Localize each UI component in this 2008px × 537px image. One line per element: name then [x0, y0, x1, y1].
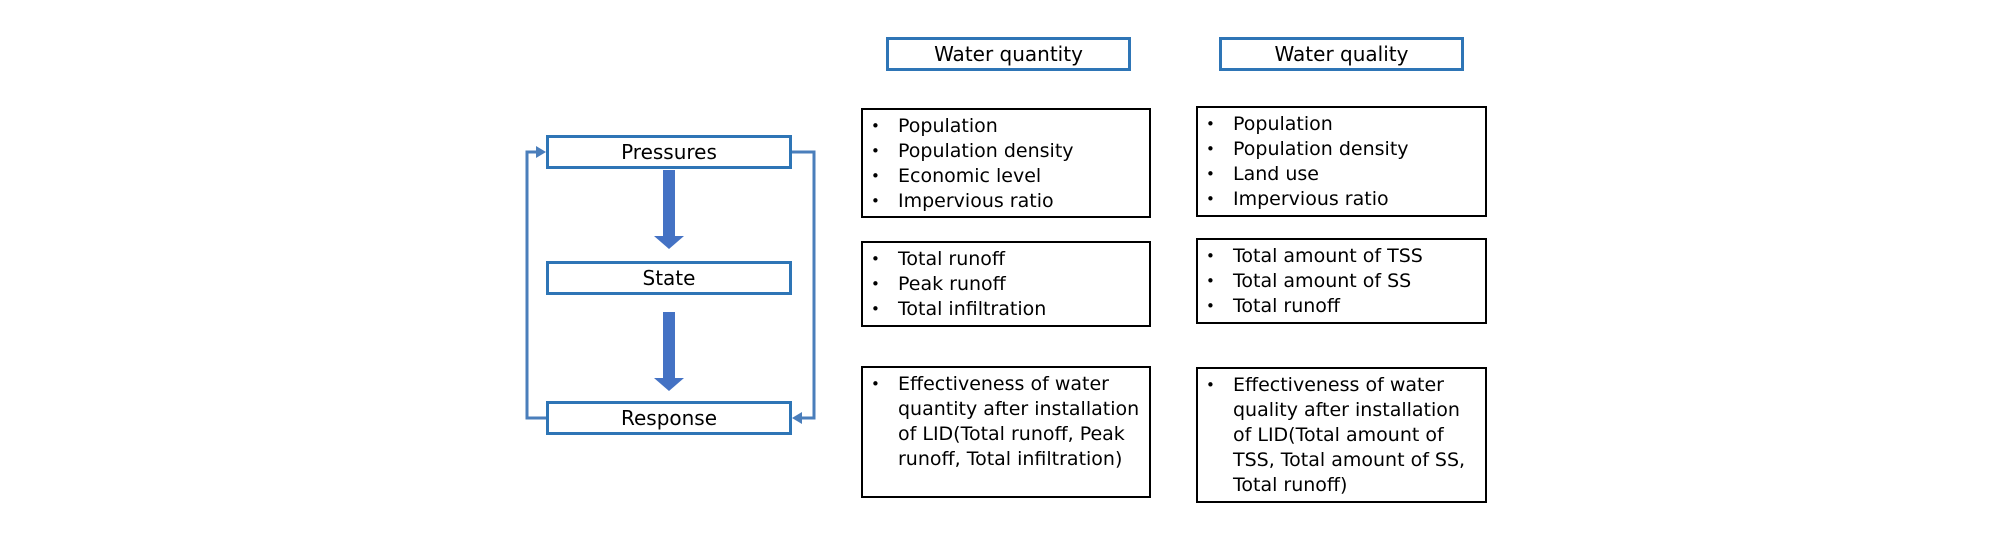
feedback-right-arrowhead: [792, 412, 802, 424]
quantity-state-list: Total runoffPeak runoffTotal infiltratio…: [871, 247, 1143, 322]
feedback-right-pressures-to-response: [792, 150, 816, 420]
water-quantity-header: Water quantity: [886, 37, 1131, 71]
indicator-item: Total infiltration: [871, 297, 1143, 322]
indicator-item: Population: [871, 114, 1143, 139]
indicator-item: Population density: [1206, 137, 1479, 162]
arrow-pressures-to-state: [654, 170, 684, 249]
quantity-response-list: Effectiveness of water quantity after in…: [871, 372, 1143, 472]
feedback-left-arrowhead: [536, 146, 546, 158]
stage-pressures: Pressures: [546, 135, 792, 169]
stage-response: Response: [546, 401, 792, 435]
indicator-item: Economic level: [871, 164, 1143, 189]
arrow-state-to-response: [654, 312, 684, 391]
indicator-item: Total runoff: [871, 247, 1143, 272]
quantity-pressures-box: PopulationPopulation densityEconomic lev…: [861, 108, 1151, 218]
feedback-left-response-to-pressures: [525, 150, 546, 420]
indicator-item: Population: [1206, 112, 1479, 137]
indicator-item: Impervious ratio: [1206, 187, 1479, 212]
quantity-response-box: Effectiveness of water quantity after in…: [861, 366, 1151, 498]
indicator-item: Population density: [871, 139, 1143, 164]
stage-response-label: Response: [620, 406, 718, 430]
indicator-item: Effectiveness of water quality after ins…: [1206, 373, 1479, 498]
indicator-item: Impervious ratio: [871, 189, 1143, 214]
quality-pressures-box: PopulationPopulation densityLand useImpe…: [1196, 106, 1487, 217]
stage-state-label: State: [642, 266, 696, 290]
water-quantity-header-label: Water quantity: [934, 42, 1083, 66]
indicator-item: Total amount of SS: [1206, 269, 1479, 294]
quality-state-list: Total amount of TSSTotal amount of SSTot…: [1206, 244, 1479, 319]
water-quality-header-label: Water quality: [1274, 42, 1409, 66]
quality-pressures-list: PopulationPopulation densityLand useImpe…: [1206, 112, 1479, 212]
quality-response-box: Effectiveness of water quality after ins…: [1196, 367, 1487, 503]
indicator-item: Total runoff: [1206, 294, 1479, 319]
quantity-pressures-list: PopulationPopulation densityEconomic lev…: [871, 114, 1143, 214]
stage-pressures-label: Pressures: [621, 140, 717, 164]
quality-state-box: Total amount of TSSTotal amount of SSTot…: [1196, 238, 1487, 324]
quantity-state-box: Total runoffPeak runoffTotal infiltratio…: [861, 241, 1151, 327]
indicator-item: Effectiveness of water quantity after in…: [871, 372, 1143, 472]
quality-response-list: Effectiveness of water quality after ins…: [1206, 373, 1479, 498]
stage-state: State: [546, 261, 792, 295]
indicator-item: Land use: [1206, 162, 1479, 187]
indicator-item: Total amount of TSS: [1206, 244, 1479, 269]
indicator-item: Peak runoff: [871, 272, 1143, 297]
water-quality-header: Water quality: [1219, 37, 1464, 71]
